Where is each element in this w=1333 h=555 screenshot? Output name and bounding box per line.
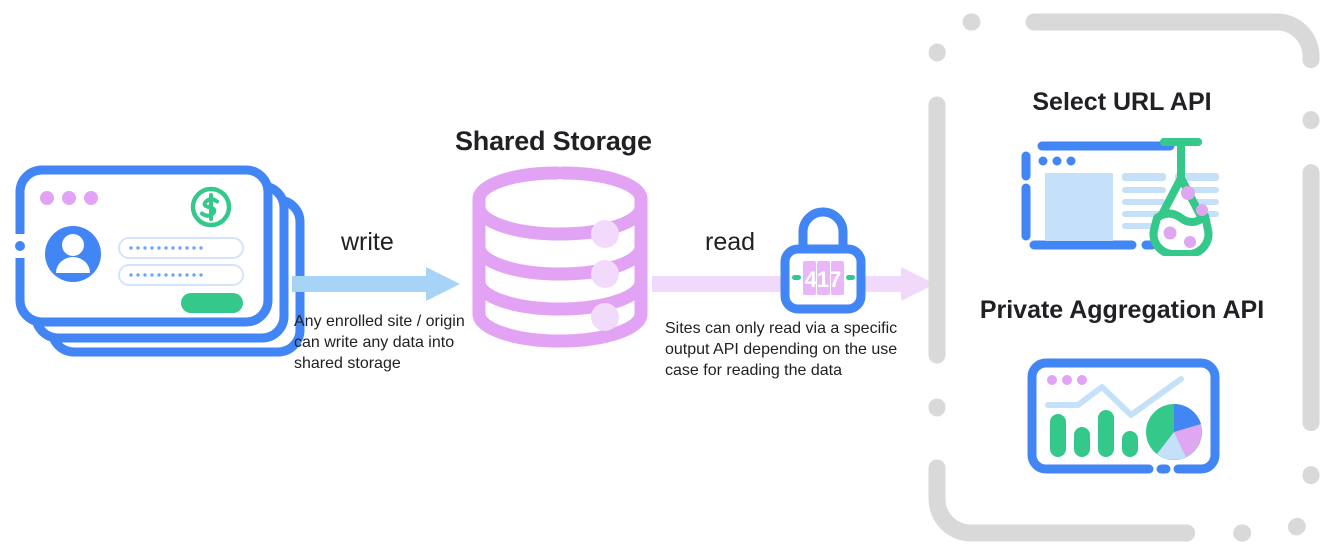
read-label: read xyxy=(705,228,756,256)
pie-slice-blue xyxy=(1174,403,1201,432)
dot-1-icon xyxy=(40,191,54,205)
lock-dash-left-icon xyxy=(792,275,801,280)
lock-combination-value: 417 xyxy=(805,267,842,292)
layer-indicator-dots xyxy=(591,220,619,331)
shared-storage-title: Shared Storage xyxy=(455,126,652,156)
browser-window-with-flask-icon xyxy=(1021,138,1219,256)
dot-2-icon xyxy=(62,191,76,205)
private-aggregation-api-title: Private Aggregation API xyxy=(979,296,1265,324)
select-url-api-title: Select URL API xyxy=(1032,88,1212,116)
pie-slice-purple xyxy=(1174,424,1203,457)
card-edge-dot-icon xyxy=(15,241,25,251)
bar-4 xyxy=(1122,431,1138,457)
pie-slice-light-blue xyxy=(1157,432,1186,460)
write-arrow-right-icon xyxy=(292,267,460,301)
pie-chart xyxy=(1146,403,1203,460)
password-field-1[interactable] xyxy=(118,237,244,259)
window-dots xyxy=(1047,375,1087,385)
window-dots xyxy=(40,191,98,205)
dashboard-charts-icon xyxy=(1027,358,1220,474)
layer-dot-1-icon xyxy=(591,220,619,248)
dot-1-icon xyxy=(1038,156,1048,166)
dot-2-icon xyxy=(1052,156,1062,166)
bar-3 xyxy=(1098,410,1114,457)
bar-1 xyxy=(1050,414,1066,457)
dollar-circle-icon xyxy=(190,186,232,228)
dot-3-icon xyxy=(1077,375,1087,385)
user-avatar-icon xyxy=(45,226,101,282)
database-cylinder-icon xyxy=(472,166,648,348)
lock-dash-right-icon xyxy=(846,275,855,280)
password-field-2[interactable] xyxy=(118,264,244,286)
flask-bubbles xyxy=(1163,186,1208,248)
layer-dot-3-icon xyxy=(591,303,619,331)
combination-lock-icon: 417 xyxy=(780,207,866,314)
write-label: write xyxy=(341,228,394,256)
dot-1-icon xyxy=(1047,375,1057,385)
bar-series xyxy=(1050,410,1138,457)
dot-3-icon xyxy=(1066,156,1076,166)
window-dots xyxy=(1038,156,1076,166)
content-block-icon xyxy=(1045,173,1113,241)
lock-combination-wheels: 417 xyxy=(803,261,844,295)
write-caption: Any enrolled site / origin can write any… xyxy=(294,313,465,372)
read-caption: Sites can only read via a specific outpu… xyxy=(665,320,898,379)
output-apis-panel-frame xyxy=(928,13,1320,542)
trend-line xyxy=(1045,376,1184,418)
dot-2-icon xyxy=(1062,375,1072,385)
bar-2 xyxy=(1074,427,1090,457)
layer-dot-2-icon xyxy=(591,260,619,288)
flask-icon xyxy=(1149,138,1213,256)
enrolled-site-card-stack xyxy=(15,165,305,357)
submit-button[interactable] xyxy=(181,293,243,313)
dot-3-icon xyxy=(84,191,98,205)
